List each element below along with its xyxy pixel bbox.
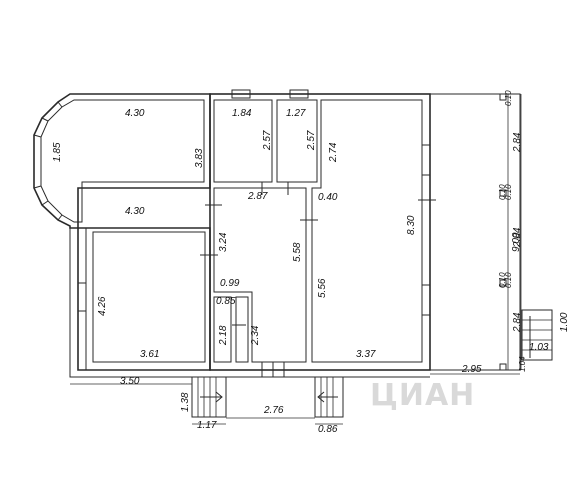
bath-height-b: 2.34 bbox=[250, 325, 261, 346]
stairs-right bbox=[521, 309, 553, 361]
lower-left-wall bbox=[77, 227, 211, 371]
main-body-wall bbox=[209, 93, 431, 371]
stairs-right-box bbox=[521, 309, 553, 361]
left-room bbox=[92, 231, 206, 363]
stairs-right-bottom-box bbox=[314, 376, 344, 418]
small-room-b-height: 2.57 bbox=[306, 130, 317, 151]
corridor-width: 2.87 bbox=[247, 191, 268, 202]
exterior-gap-2: 0.10 bbox=[504, 184, 513, 200]
left-room-height: 4.26 bbox=[97, 296, 108, 316]
bay-room-width-top: 4.30 bbox=[125, 108, 145, 119]
small-room-b bbox=[276, 99, 318, 183]
exterior-steps-right-width: 0.86 bbox=[318, 424, 338, 435]
window-right-1 bbox=[421, 144, 431, 176]
bay-room-height: 3.83 bbox=[194, 148, 205, 168]
bath-a bbox=[213, 296, 232, 363]
bath-height-a: 2.18 bbox=[218, 325, 229, 346]
column-1 bbox=[499, 93, 507, 101]
big-room-offset: 0.40 bbox=[318, 192, 338, 203]
stairs-left-box bbox=[191, 376, 227, 418]
window-right-2 bbox=[421, 284, 431, 316]
bay-room-inner bbox=[40, 99, 205, 223]
column-3 bbox=[499, 279, 507, 287]
small-room-a bbox=[213, 99, 273, 183]
openings bbox=[77, 89, 436, 378]
stairs-bottom-left bbox=[191, 376, 227, 418]
corridor-height: 3.24 bbox=[218, 232, 229, 252]
exterior-right-seg-3: 2.84 bbox=[512, 312, 523, 333]
big-room-length: 5.56 bbox=[317, 278, 328, 298]
watermark-text: ЦИАН bbox=[370, 378, 475, 413]
bay-window bbox=[33, 101, 63, 221]
exterior-right-total: 9.00 bbox=[511, 232, 522, 252]
corridor bbox=[213, 187, 307, 363]
stairs-right-width: 1.03 bbox=[529, 342, 549, 353]
column-4 bbox=[499, 363, 507, 371]
big-room-height-top: 2.74 bbox=[328, 142, 339, 163]
dimension-lines bbox=[70, 94, 522, 425]
bay-room-wall bbox=[33, 93, 211, 229]
corridor-length: 5.58 bbox=[292, 242, 303, 262]
exterior-steps-left-height: 1.38 bbox=[180, 392, 191, 412]
bath-width-b: 0.85 bbox=[216, 296, 236, 307]
bottom-outer-strip bbox=[69, 228, 430, 378]
small-room-b-width: 1.27 bbox=[286, 108, 306, 119]
exterior-gap-5: 0.10 bbox=[498, 272, 507, 288]
stairs-right-height: 1.00 bbox=[559, 312, 570, 332]
exterior-right-seg-1: 2.84 bbox=[512, 132, 523, 153]
small-room-a-width: 1.84 bbox=[232, 108, 252, 119]
outer-walls bbox=[33, 93, 431, 378]
exterior-gap-1: 0.10 bbox=[504, 90, 513, 106]
big-room-width: 3.37 bbox=[356, 349, 376, 360]
window-left-room bbox=[77, 282, 87, 312]
exterior-gap-3: 0.10 bbox=[498, 184, 507, 200]
exterior-right-seg-2: 2.84 bbox=[512, 227, 523, 248]
terrace bbox=[430, 93, 521, 371]
small-room-a-height: 2.57 bbox=[262, 130, 273, 151]
exterior-gap-4: 0.10 bbox=[504, 272, 513, 288]
stairs-right-depth: 1.04 bbox=[518, 356, 527, 372]
bay-room-bay: 1.85 bbox=[52, 142, 63, 162]
window-small-b bbox=[289, 89, 309, 99]
exterior-between-steps: 2.76 bbox=[263, 405, 284, 416]
exterior-bottom-left: 3.50 bbox=[120, 376, 140, 387]
stairs-bottom-right bbox=[314, 376, 344, 418]
window-small-a bbox=[231, 89, 251, 99]
bath-width-a: 0.99 bbox=[220, 278, 240, 289]
column-2 bbox=[499, 189, 507, 197]
exterior-terrace-bottom: 2.95 bbox=[461, 364, 482, 375]
bath-b bbox=[235, 296, 249, 363]
exterior-steps-left-width: 1.17 bbox=[197, 420, 217, 431]
big-room-height-total: 8.30 bbox=[406, 215, 417, 235]
big-room bbox=[311, 99, 423, 363]
terrace-outline bbox=[430, 93, 521, 371]
bay-room-width-bottom: 4.30 bbox=[125, 206, 145, 217]
left-room-width: 3.61 bbox=[140, 349, 159, 360]
